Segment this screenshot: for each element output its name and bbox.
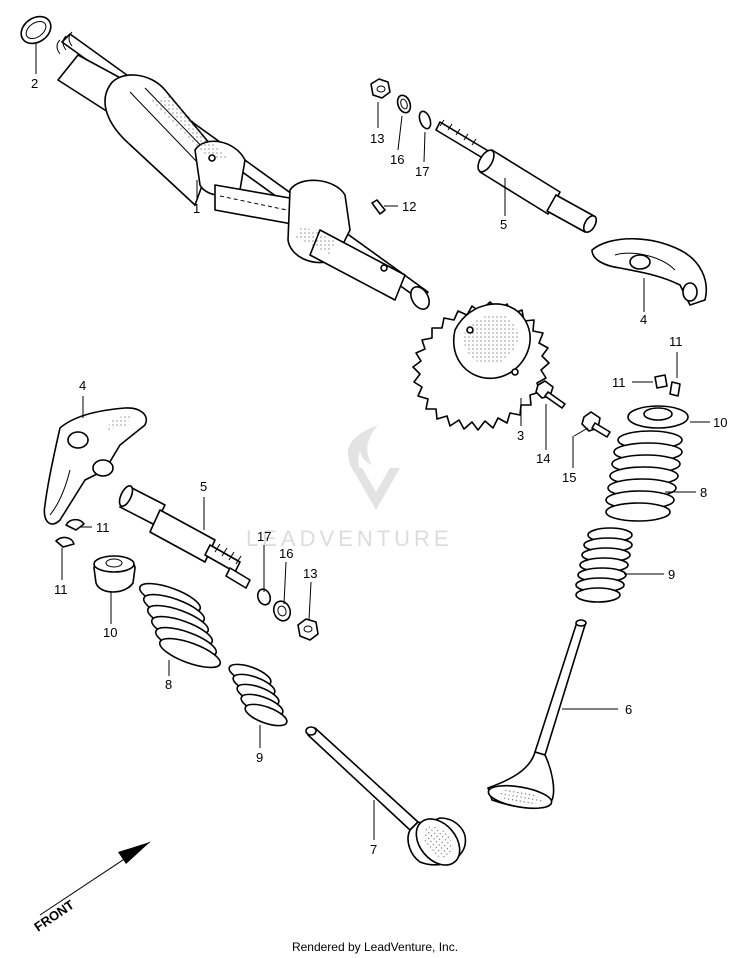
callout-11-top-b: 11 xyxy=(612,375,626,390)
part-outer-spring-upper xyxy=(605,430,683,522)
callout-10-top: 10 xyxy=(713,415,727,430)
part-outer-spring-left xyxy=(138,582,222,669)
callout-9-top: 9 xyxy=(668,567,675,582)
callout-17-top: 17 xyxy=(415,164,429,179)
watermark-logo-icon xyxy=(347,425,400,510)
part-inner-spring-left xyxy=(228,663,288,727)
part-valve-cotters-left xyxy=(55,518,85,548)
part-spring-retainer-left xyxy=(93,555,136,593)
part-valve-cotters-upper xyxy=(654,374,681,397)
watermark-text: LEADVENTURE xyxy=(246,526,453,551)
part-rocker-arm-left xyxy=(43,407,147,525)
callout-14: 14 xyxy=(536,451,550,466)
footer-credit: Rendered by LeadVenture, Inc. xyxy=(291,940,459,954)
part-valve-right xyxy=(487,619,587,810)
part-small-o-ring-left xyxy=(256,588,272,606)
callout-1: 1 xyxy=(193,201,200,216)
callout-8-top: 8 xyxy=(700,485,707,500)
part-rocker-shaft-upper xyxy=(435,119,598,233)
callout-5-top: 5 xyxy=(500,217,507,232)
part-valve-left xyxy=(305,726,467,866)
callout-11-top-a: 11 xyxy=(669,334,683,349)
part-spring-retainer-upper xyxy=(627,405,689,429)
callout-2: 2 xyxy=(31,76,38,91)
callout-6: 6 xyxy=(625,702,632,717)
part-nut-left xyxy=(297,618,319,641)
callout-3: 3 xyxy=(517,428,524,443)
front-label: FRONT xyxy=(31,897,77,935)
callout-7: 7 xyxy=(370,842,377,857)
callout-13-top: 13 xyxy=(370,131,384,146)
callout-16-top: 16 xyxy=(390,152,404,167)
part-camshaft xyxy=(56,31,430,310)
part-washer-top xyxy=(396,94,412,114)
callout-4-left: 4 xyxy=(79,378,86,393)
callout-11-left-b: 11 xyxy=(54,582,68,597)
watermark: LEADVENTURE xyxy=(246,425,453,551)
part-sprocket-bolt xyxy=(535,380,566,409)
front-direction-arrow: FRONT xyxy=(31,841,151,935)
part-inner-spring-upper xyxy=(575,527,633,603)
callout-17-left: 17 xyxy=(257,529,271,544)
callout-15: 15 xyxy=(562,470,576,485)
callout-numbers: 2 1 13 16 17 12 5 4 11 11 10 3 14 15 8 9… xyxy=(31,76,727,857)
part-sprocket-bolt-2 xyxy=(581,411,611,438)
front-arrow-head-icon xyxy=(118,842,150,864)
callout-8-left: 8 xyxy=(165,677,172,692)
part-dowel-pin xyxy=(371,199,386,215)
part-small-o-ring-top xyxy=(418,110,432,130)
callout-4-top: 4 xyxy=(640,312,647,327)
callout-9-left: 9 xyxy=(256,750,263,765)
callout-5-left: 5 xyxy=(200,479,207,494)
leader-lines xyxy=(35,44,710,840)
part-o-ring xyxy=(20,15,52,45)
callout-13-left: 13 xyxy=(303,566,317,581)
part-rocker-arm-upper xyxy=(591,237,707,306)
callout-11-left-a: 11 xyxy=(96,520,110,535)
callout-16-left: 16 xyxy=(279,546,293,561)
callout-10-left: 10 xyxy=(103,625,117,640)
part-cam-sprocket xyxy=(412,301,550,431)
part-rocker-shaft-left xyxy=(118,485,251,589)
part-washer-left xyxy=(272,600,292,622)
part-nut-top xyxy=(370,78,391,99)
callout-12: 12 xyxy=(402,199,416,214)
